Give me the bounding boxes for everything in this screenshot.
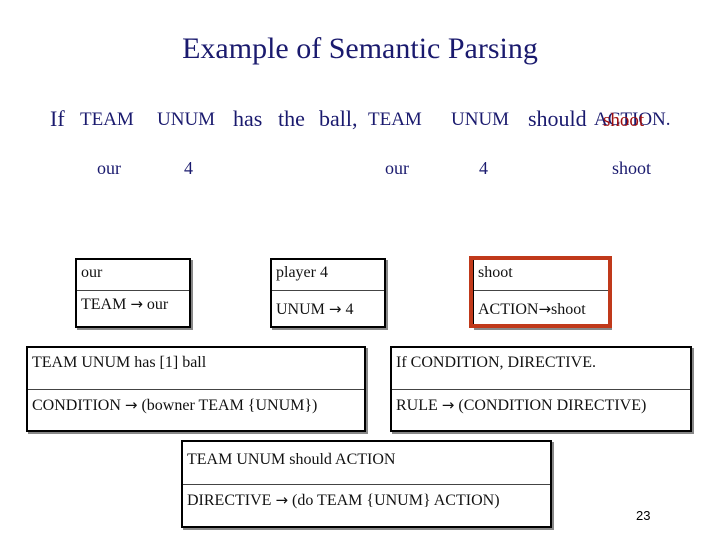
rule-unum-top: player 4 xyxy=(276,264,328,281)
word-unum-2: UNUM xyxy=(451,109,510,130)
arrow-icon: → xyxy=(441,396,455,414)
sub-our-1: our xyxy=(97,158,121,178)
word-team-1: TEAM xyxy=(80,109,134,130)
rule-team-top: our xyxy=(81,264,103,281)
word-if: If xyxy=(50,106,65,131)
rule-team-bottom: TEAM → our xyxy=(81,295,169,313)
sub-four-1: 4 xyxy=(184,158,193,178)
rule-rule-top: If CONDITION, DIRECTIVE. xyxy=(396,354,596,371)
word-has: has xyxy=(233,106,263,131)
word-unum-1: UNUM xyxy=(157,109,216,130)
rule-box-unum: player 4 UNUM → 4 xyxy=(270,258,386,328)
sub-four-2: 4 xyxy=(479,158,488,178)
rule-divider xyxy=(28,389,364,390)
rule-box-directive: TEAM UNUM should ACTION DIRECTIVE → (do … xyxy=(181,440,552,528)
rule-divider xyxy=(272,290,384,291)
rule-unum-bottom: UNUM → 4 xyxy=(276,300,354,318)
slide-title: Example of Semantic Parsing xyxy=(182,32,538,65)
arrow-icon: → xyxy=(275,491,289,509)
rule-action-bottom: ACTION→shoot xyxy=(478,300,586,318)
arrow-icon: → xyxy=(538,300,552,318)
word-team-2: TEAM xyxy=(368,109,422,130)
word-ball: ball, xyxy=(319,106,358,131)
word-shoot-overlay: shoot xyxy=(603,110,645,131)
rule-condition-top: TEAM UNUM has [1] ball xyxy=(32,354,207,371)
word-should: should xyxy=(528,106,587,131)
highlight-box xyxy=(469,256,612,328)
arrow-icon: → xyxy=(328,300,342,318)
rule-box-rule: If CONDITION, DIRECTIVE. RULE → (CONDITI… xyxy=(390,346,692,432)
rule-box-condition: TEAM UNUM has [1] ball CONDITION → (bown… xyxy=(26,346,366,432)
sub-shoot: shoot xyxy=(612,158,652,178)
rule-action-top: shoot xyxy=(478,264,513,281)
rule-divider xyxy=(474,290,608,291)
word-the: the xyxy=(278,106,305,131)
word-action: ACTION. xyxy=(594,109,671,130)
rule-divider xyxy=(77,290,189,291)
page-number: 23 xyxy=(636,508,651,523)
rule-box-team: our TEAM → our xyxy=(75,258,191,328)
rule-rule-bottom: RULE → (CONDITION DIRECTIVE) xyxy=(396,396,647,414)
rule-directive-bottom: DIRECTIVE → (do TEAM {UNUM} ACTION) xyxy=(187,491,500,509)
arrow-icon: → xyxy=(124,396,138,414)
rule-condition-bottom: CONDITION → (bowner TEAM {UNUM}) xyxy=(32,396,318,414)
rule-divider xyxy=(392,389,690,390)
arrow-icon: → xyxy=(130,295,143,313)
rule-directive-top: TEAM UNUM should ACTION xyxy=(187,451,396,468)
rule-divider xyxy=(183,484,550,485)
sub-our-2: our xyxy=(385,158,409,178)
